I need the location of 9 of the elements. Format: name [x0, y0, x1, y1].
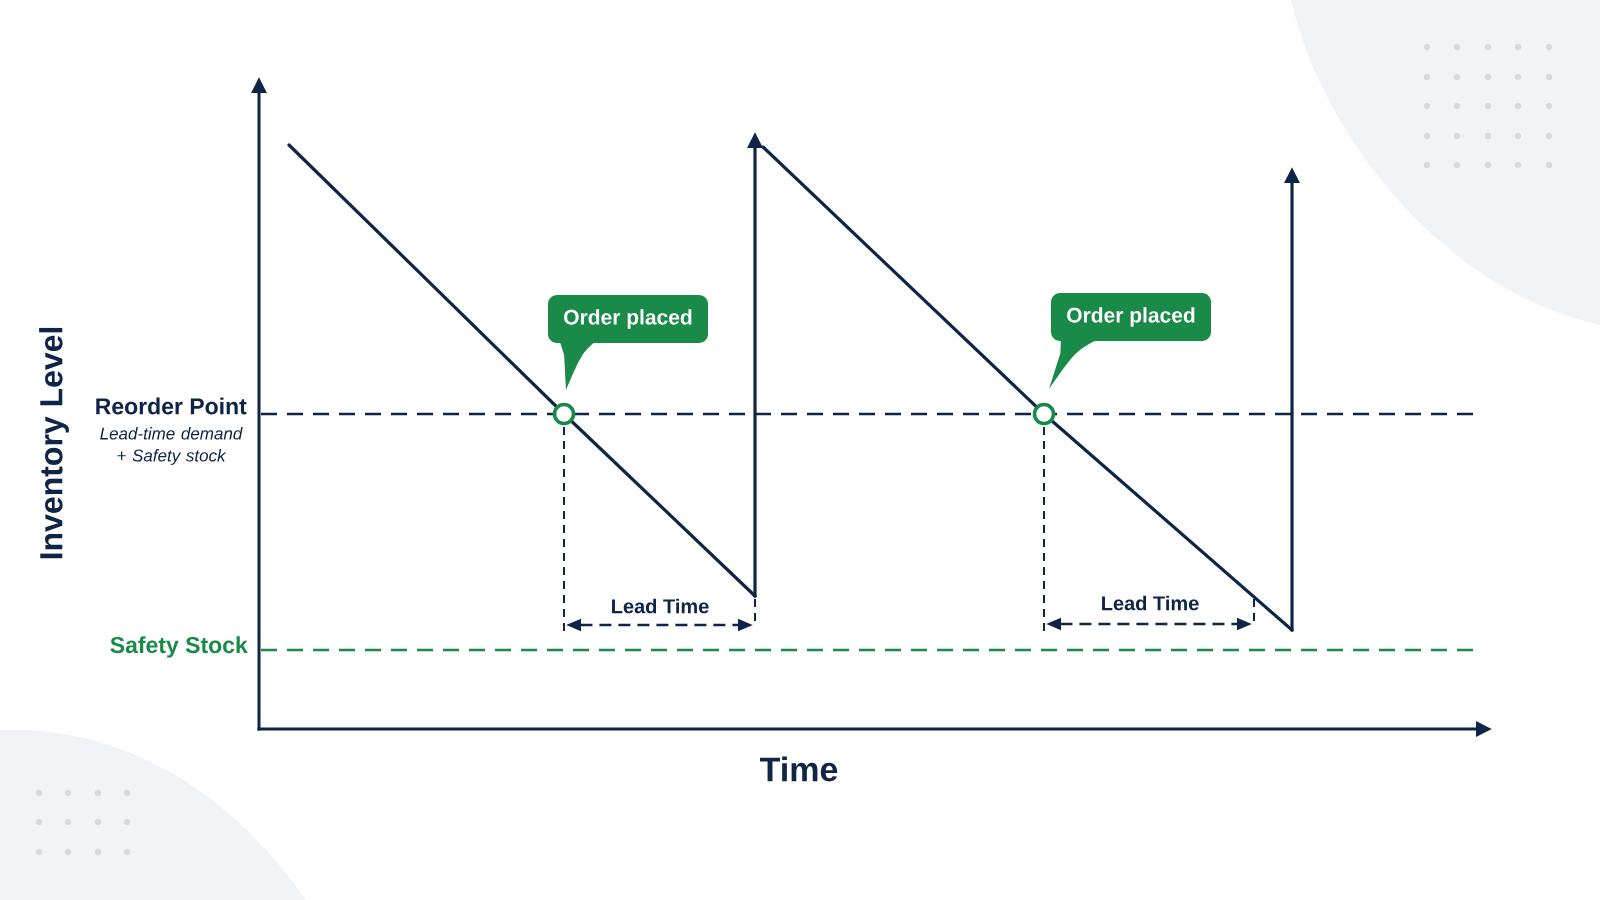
- callout-bubble: Order placed: [1049, 293, 1211, 389]
- dimension-label: Lead Time: [1102, 595, 1199, 611]
- formula-note: Lead-time demand + Safety stock: [100, 427, 243, 465]
- callout-bubble: Order placed: [548, 295, 708, 390]
- dimension-label: Lead Time: [612, 598, 709, 614]
- axis-title: Inventory Level: [39, 327, 69, 559]
- reference-line-label: Reorder Point: [96, 397, 247, 415]
- reference-line-label: Safety Stock: [110, 636, 248, 658]
- axis-title: Time: [760, 756, 838, 782]
